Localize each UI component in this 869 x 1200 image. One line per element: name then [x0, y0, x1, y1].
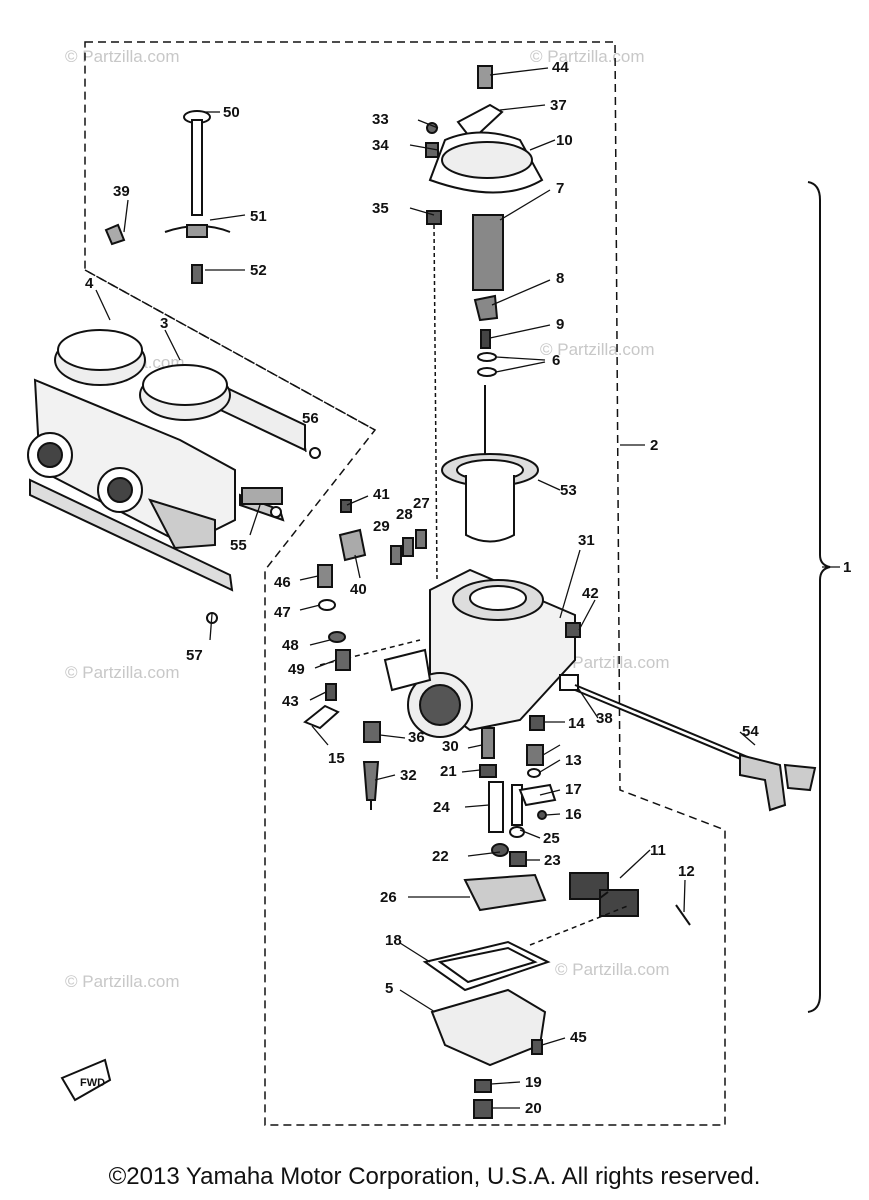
- callout-14: 14: [568, 715, 585, 732]
- callout-54: 54: [742, 723, 759, 740]
- callout-57: 57: [186, 647, 203, 664]
- carburetor-body-illustration: [319, 499, 581, 738]
- callout-3: 3: [160, 315, 168, 332]
- callout-17: 17: [565, 781, 582, 798]
- callout-labels: 1 2 3 4 5 6 7 8 9 10 11 12 13 14 15 16 1…: [85, 59, 851, 1117]
- callout-47: 47: [274, 604, 291, 621]
- leader-lines: [95, 67, 840, 1109]
- callout-19: 19: [525, 1074, 542, 1091]
- callout-49: 49: [288, 661, 305, 678]
- watermark-4: © Partzilla.com: [540, 340, 655, 359]
- callout-16: 16: [565, 806, 582, 823]
- callout-32: 32: [400, 767, 417, 784]
- callout-43: 43: [282, 693, 299, 710]
- forward-arrow-icon: [60, 1058, 112, 1102]
- callout-4: 4: [85, 275, 94, 292]
- callout-38: 38: [596, 710, 613, 727]
- callout-37: 37: [550, 97, 567, 114]
- watermark-5: © Partzilla.com: [65, 663, 180, 682]
- callout-51: 51: [250, 208, 267, 225]
- callout-41: 41: [373, 486, 390, 503]
- callout-46: 46: [274, 574, 291, 591]
- callout-2: 2: [650, 437, 658, 454]
- float-bowl-illustration: [422, 940, 551, 1119]
- callout-36: 36: [408, 729, 425, 746]
- callout-29: 29: [373, 518, 390, 535]
- callout-23: 23: [544, 852, 561, 869]
- callout-42: 42: [582, 585, 599, 602]
- watermark-1: © Partzilla.com: [65, 47, 180, 66]
- watermark-2: © Partzilla.com: [530, 47, 645, 66]
- callout-33: 33: [372, 111, 389, 128]
- callout-20: 20: [525, 1100, 542, 1117]
- forward-arrow: FWD: [60, 1058, 112, 1102]
- callout-10: 10: [556, 132, 573, 149]
- throttle-stop-screw-illustration: [164, 110, 231, 284]
- small-parts-left-illustration: [303, 564, 381, 810]
- callout-52: 52: [250, 262, 267, 279]
- callout-15: 15: [328, 750, 345, 767]
- callout-22: 22: [432, 848, 449, 865]
- callout-7: 7: [556, 180, 564, 197]
- callout-34: 34: [372, 137, 389, 154]
- forward-arrow-label: FWD: [80, 1077, 105, 1089]
- callout-56: 56: [302, 410, 319, 427]
- watermark-8: © Partzilla.com: [555, 960, 670, 979]
- watermark-6: © Partzilla.com: [555, 653, 670, 672]
- callout-25: 25: [543, 830, 560, 847]
- callout-18: 18: [385, 932, 402, 949]
- callout-1: 1: [843, 559, 851, 576]
- callout-39: 39: [113, 183, 130, 200]
- callout-9: 9: [556, 316, 564, 333]
- throttle-shaft-illustration: [574, 684, 817, 812]
- callout-55: 55: [230, 537, 247, 554]
- float-illustration: [463, 872, 691, 946]
- callout-5: 5: [385, 980, 393, 997]
- callout-44: 44: [552, 59, 569, 76]
- misc-parts-illustration: [241, 487, 283, 518]
- callout-28: 28: [396, 506, 413, 523]
- carburetor-assembly-illustration: [27, 223, 321, 624]
- callout-35: 35: [372, 200, 389, 217]
- watermark-7: © Partzilla.com: [65, 972, 180, 991]
- callout-53: 53: [560, 482, 577, 499]
- top-cap-illustration: [425, 65, 544, 581]
- callout-50: 50: [223, 104, 240, 121]
- callout-26: 26: [380, 889, 397, 906]
- callout-6: 6: [552, 352, 560, 369]
- callout-30: 30: [442, 738, 459, 755]
- callout-11: 11: [650, 842, 666, 859]
- jets-illustration: [479, 715, 557, 867]
- group-outlines: [84, 41, 726, 1126]
- assembly-bracket: [807, 181, 831, 1013]
- callout-13: 13: [565, 752, 582, 769]
- left-assembly-outline: [84, 269, 376, 431]
- callout-12: 12: [678, 863, 695, 880]
- copyright-notice: ©2013 Yamaha Motor Corporation, U.S.A. A…: [108, 1163, 761, 1190]
- callout-40: 40: [350, 581, 367, 598]
- callout-31: 31: [578, 532, 595, 549]
- callout-21: 21: [440, 763, 457, 780]
- assembly-outline: [84, 41, 726, 1126]
- callout-27: 27: [413, 495, 430, 512]
- callout-24: 24: [433, 799, 450, 816]
- callout-8: 8: [556, 270, 564, 287]
- callout-48: 48: [282, 637, 299, 654]
- callout-45: 45: [570, 1029, 587, 1046]
